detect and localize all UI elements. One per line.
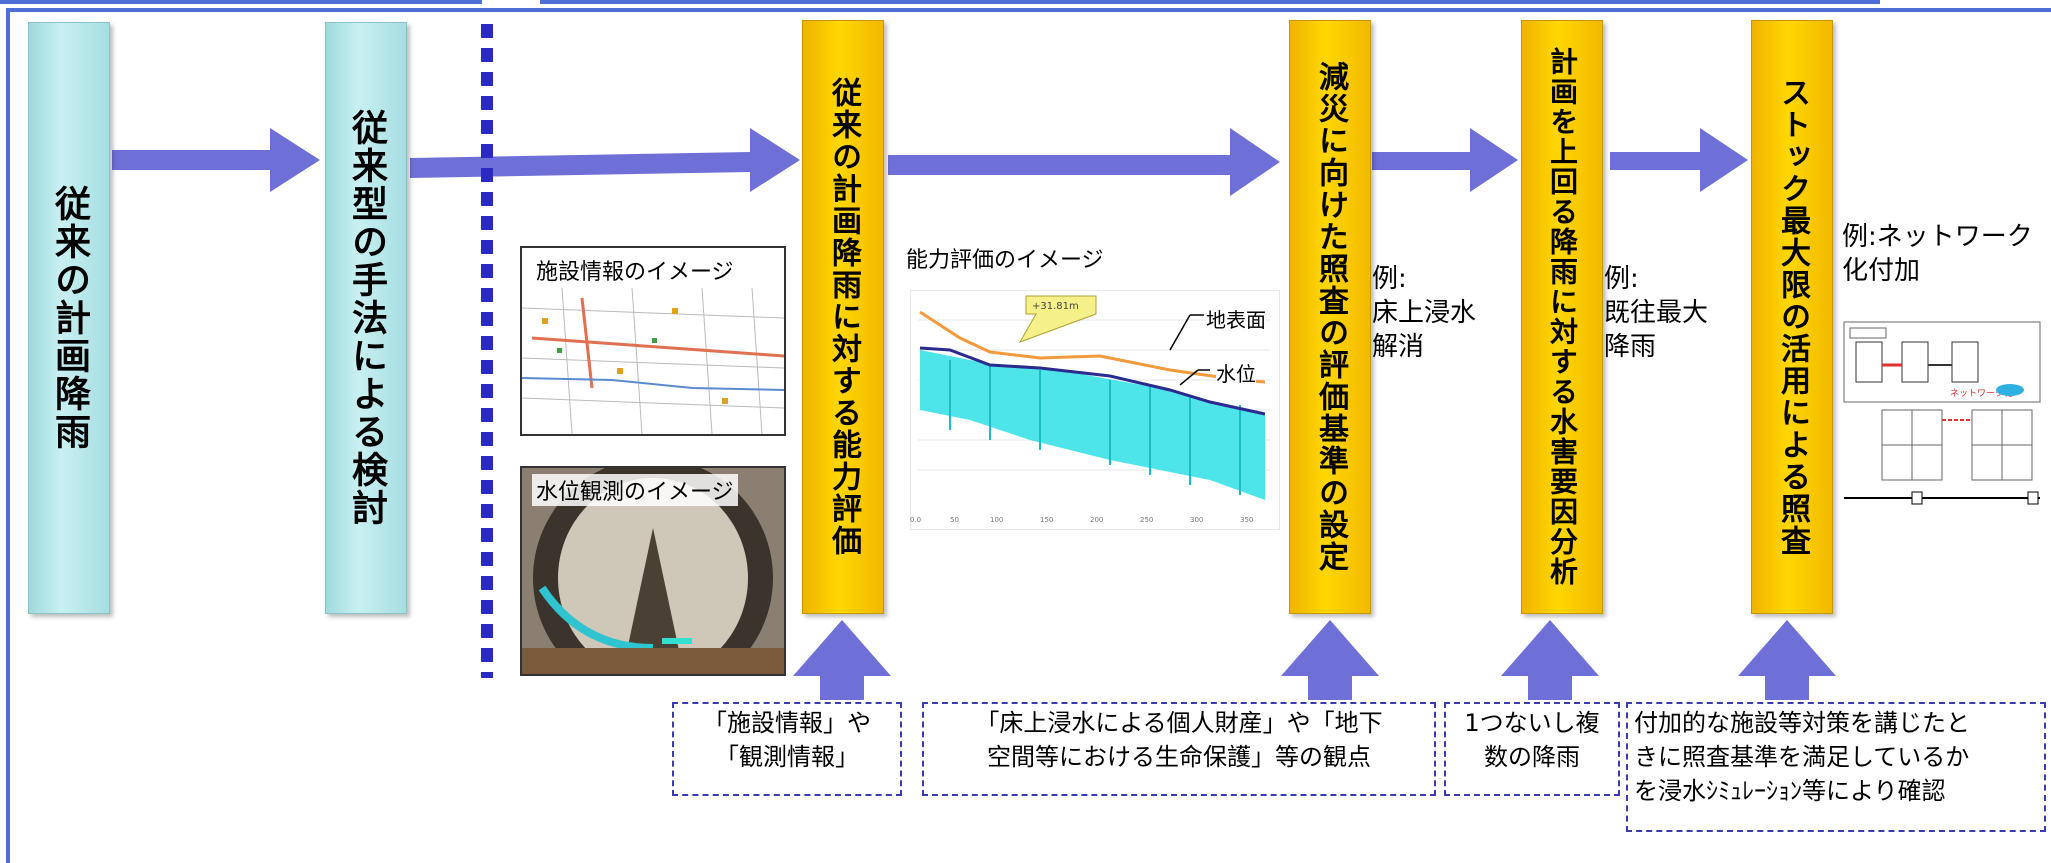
svg-text:300: 300 bbox=[1190, 516, 1203, 524]
note-2-line1: 「床上浸水による個人財産」や「地下 bbox=[975, 709, 1383, 737]
box-criteria-setting-label: 減災に向けた照査の評価基準の設定 bbox=[1313, 61, 1348, 573]
network-diagram: ネットワーク化 bbox=[1843, 321, 2041, 505]
note-1-line1: 「施設情報」や bbox=[703, 709, 871, 737]
box-conventional-rainfall: 従来の計画降雨 bbox=[28, 22, 110, 614]
top-border-left bbox=[0, 0, 482, 4]
example-1-line2: 床上浸水 bbox=[1372, 298, 1477, 328]
svg-text:350: 350 bbox=[1240, 516, 1253, 524]
arrow-1 bbox=[112, 128, 320, 192]
facility-map-drawing bbox=[522, 287, 784, 434]
chart-callout-text: +31.81m bbox=[1032, 301, 1079, 312]
box-factor-analysis-label: 計画を上回る降雨に対する水害要因分析 bbox=[1546, 47, 1579, 587]
svg-text:100: 100 bbox=[990, 516, 1003, 524]
note-simulation-check: 付加的な施設等対策を講じたと きに照査基準を満足しているか を浸水ｼﾐｭﾚｰｼｮ… bbox=[1626, 702, 2046, 832]
note-property-life-protection: 「床上浸水による個人財産」や「地下 空間等における生命保護」等の観点 bbox=[922, 702, 1436, 796]
dotted-separator bbox=[481, 24, 493, 678]
svg-text:0.0: 0.0 bbox=[910, 516, 921, 524]
water-level-line bbox=[919, 346, 1266, 416]
legend-ground-surface: 地表面 bbox=[1206, 304, 1266, 333]
box-conventional-method-label: 従来型の手法による検討 bbox=[346, 109, 387, 527]
arrow-3 bbox=[888, 128, 1280, 196]
svg-text:150: 150 bbox=[1040, 516, 1053, 524]
water-level-image: 水位観測のイメージ bbox=[520, 466, 786, 676]
example-2-line1: 例: bbox=[1604, 264, 1639, 294]
arrow-4 bbox=[1372, 128, 1518, 192]
box-conventional-method: 従来型の手法による検討 bbox=[325, 22, 407, 614]
svg-text:200: 200 bbox=[1090, 516, 1103, 524]
up-arrow-1 bbox=[793, 620, 891, 700]
note-4-line2: きに照査基準を満足しているか bbox=[1634, 743, 1970, 771]
note-3-line1: 1つないし複 bbox=[1464, 709, 1600, 737]
note-4-line3: を浸水ｼﾐｭﾚｰｼｮﾝ等により確認 bbox=[1634, 777, 1946, 805]
note-rainfall-count: 1つないし複 数の降雨 bbox=[1444, 702, 1620, 796]
top-border-right bbox=[540, 0, 1880, 4]
arrow-2 bbox=[410, 128, 800, 192]
note-3-line2: 数の降雨 bbox=[1484, 743, 1580, 771]
water-level-label: 水位観測のイメージ bbox=[532, 474, 738, 506]
note-4-line1: 付加的な施設等対策を講じたと bbox=[1634, 709, 1970, 737]
water-area bbox=[920, 350, 1265, 500]
note-facility-observation: 「施設情報」や 「観測情報」 bbox=[672, 702, 902, 796]
chart-title: 能力評価のイメージ bbox=[906, 248, 1104, 273]
example-3-line2: 化付加 bbox=[1842, 256, 1921, 286]
chart-callout bbox=[1018, 295, 1097, 343]
note-2-line2: 空間等における生命保護」等の観点 bbox=[987, 743, 1371, 771]
example-max-rainfall: 例: 既往最大 降雨 bbox=[1604, 262, 1708, 364]
capacity-evaluation-chart: +31.81m 0.0 50 100 150 200 250 300 350 bbox=[910, 290, 1280, 530]
up-arrow-3 bbox=[1501, 620, 1599, 700]
up-arrow-4 bbox=[1738, 620, 1836, 700]
box-capacity-evaluation: 従来の計画降雨に対する能力評価 bbox=[802, 20, 884, 614]
box-conventional-rainfall-label: 従来の計画降雨 bbox=[49, 185, 90, 451]
note-1-line2: 「観測情報」 bbox=[715, 743, 859, 771]
box-criteria-setting: 減災に向けた照査の評価基準の設定 bbox=[1289, 20, 1371, 614]
box-capacity-evaluation-label: 従来の計画降雨に対する能力評価 bbox=[826, 77, 861, 557]
example-network: 例:ネットワーク 化付加 bbox=[1842, 220, 2051, 288]
svg-text:250: 250 bbox=[1140, 516, 1153, 524]
example-1-line1: 例: bbox=[1372, 264, 1407, 294]
box-stock-utilization: ストック最大限の活用による照査 bbox=[1751, 20, 1833, 614]
example-2-line2: 既往最大 bbox=[1604, 298, 1709, 328]
diagram-frame bbox=[6, 8, 2051, 863]
facility-info-label: 施設情報のイメージ bbox=[532, 254, 738, 286]
example-floor-flooding: 例: 床上浸水 解消 bbox=[1372, 262, 1476, 364]
svg-text:50: 50 bbox=[950, 516, 959, 524]
legend-water-level: 水位 bbox=[1216, 358, 1256, 387]
example-1-line3: 解消 bbox=[1372, 332, 1425, 362]
example-2-line3: 降雨 bbox=[1604, 332, 1657, 362]
box-factor-analysis: 計画を上回る降雨に対する水害要因分析 bbox=[1521, 20, 1603, 614]
chart-legend-leaders bbox=[1169, 314, 1210, 386]
up-arrow-2 bbox=[1281, 620, 1379, 700]
facility-info-image: 施設情報のイメージ bbox=[520, 246, 786, 436]
example-3-line1: 例:ネットワーク bbox=[1842, 222, 2033, 252]
arrow-5 bbox=[1610, 128, 1748, 192]
box-stock-utilization-label: ストック最大限の活用による照査 bbox=[1775, 77, 1810, 557]
